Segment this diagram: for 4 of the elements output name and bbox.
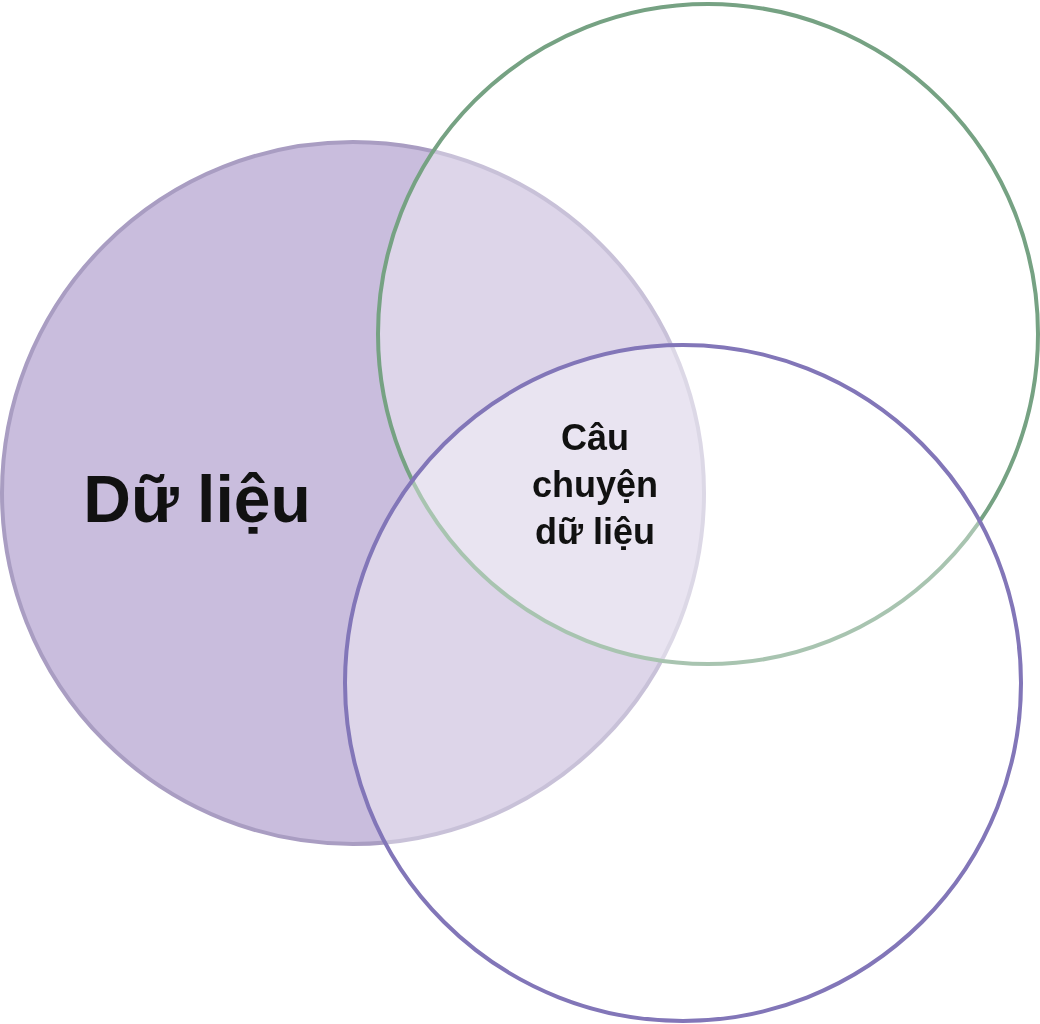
circle-label: Dữ liệu [83,461,311,539]
venn-circle [0,140,706,846]
overlap-label: Câu chuyện dữ liệu [530,415,659,554]
venn-circle [343,343,1023,1023]
